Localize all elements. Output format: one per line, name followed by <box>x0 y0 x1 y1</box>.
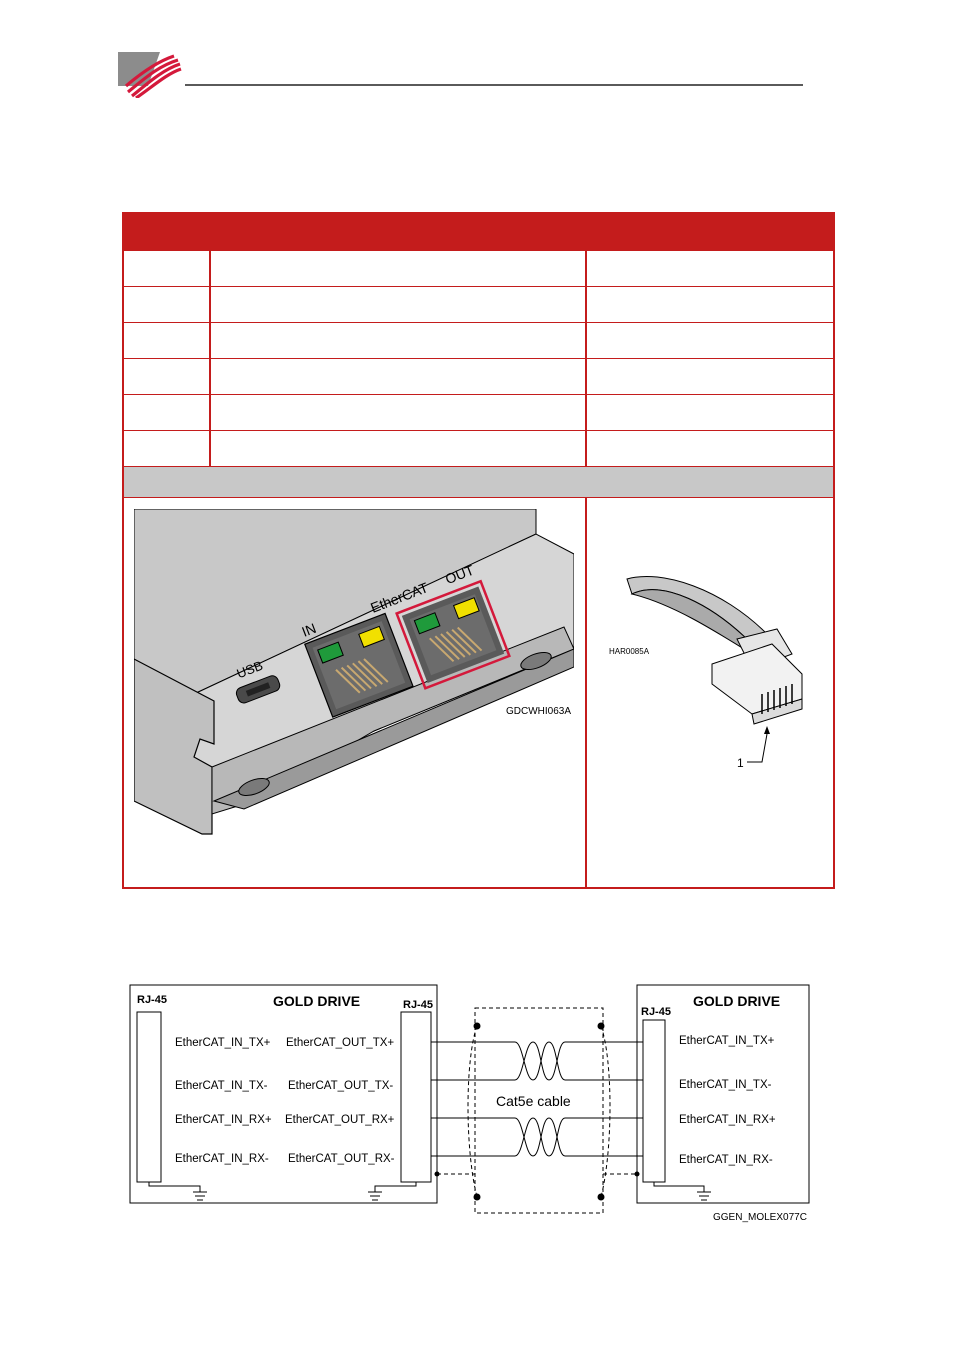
signal-label: EtherCAT_OUT_RX- <box>288 1153 395 1165</box>
table-row <box>124 358 833 394</box>
table-row <box>124 430 833 466</box>
table-row <box>124 322 833 358</box>
table-row <box>124 286 833 322</box>
signal-label: EtherCAT_IN_RX- <box>679 1154 773 1166</box>
signal-label: EtherCAT_OUT_RX+ <box>285 1114 395 1126</box>
column-divider <box>209 214 211 466</box>
signal-label: EtherCAT_OUT_TX- <box>288 1080 393 1092</box>
column-divider <box>585 498 587 889</box>
left-in-connector-label: RJ-45 <box>137 994 167 1006</box>
right-connector-label: RJ-45 <box>641 1006 671 1018</box>
cable-label: Cat5e cable <box>496 1093 571 1109</box>
signal-label: EtherCAT_IN_TX+ <box>175 1037 271 1049</box>
left-drive-title: GOLD DRIVE <box>273 993 360 1009</box>
elmo-logo-icon <box>118 52 182 98</box>
signal-label: EtherCAT_IN_RX+ <box>175 1114 272 1126</box>
ethercat-in-port: IN <box>299 612 414 718</box>
signal-label: EtherCAT_IN_TX+ <box>679 1035 775 1047</box>
right-drive-title: GOLD DRIVE <box>693 993 780 1009</box>
signal-label: EtherCAT_IN_TX- <box>175 1080 268 1092</box>
in-label: IN <box>299 620 318 640</box>
signal-label: EtherCAT_IN_RX- <box>175 1153 269 1165</box>
ethercat-wiring-diagram: GOLD DRIVE RJ-45 RJ-45 EtherCAT_IN_TX+ E… <box>129 984 810 1223</box>
plug-figure-code: HAR0085A <box>609 647 650 656</box>
left-out-connector-label: RJ-45 <box>403 999 433 1011</box>
pin-table: USB IN Ethe <box>122 212 835 889</box>
signal-label: EtherCAT_IN_RX+ <box>679 1114 776 1126</box>
signal-label: EtherCAT_IN_TX- <box>679 1079 772 1091</box>
figure-caption-band <box>124 466 833 498</box>
figure-code: GDCWHI063A <box>506 706 571 717</box>
table-row <box>124 250 833 286</box>
wiring-figure-code: GGEN_MOLEX077C <box>713 1212 807 1223</box>
rj45-plug-illustration: HAR0085A 1 <box>609 575 803 770</box>
pin-1-callout: 1 <box>737 756 744 770</box>
ethercat-out-port: EtherCAT OUT <box>368 561 511 690</box>
drive-connector-illustration: USB IN Ethe <box>134 509 574 835</box>
signal-label: EtherCAT_OUT_TX+ <box>286 1037 394 1049</box>
column-divider <box>585 214 587 466</box>
header-rule <box>185 84 803 86</box>
table-header <box>124 214 833 250</box>
table-row <box>124 394 833 430</box>
